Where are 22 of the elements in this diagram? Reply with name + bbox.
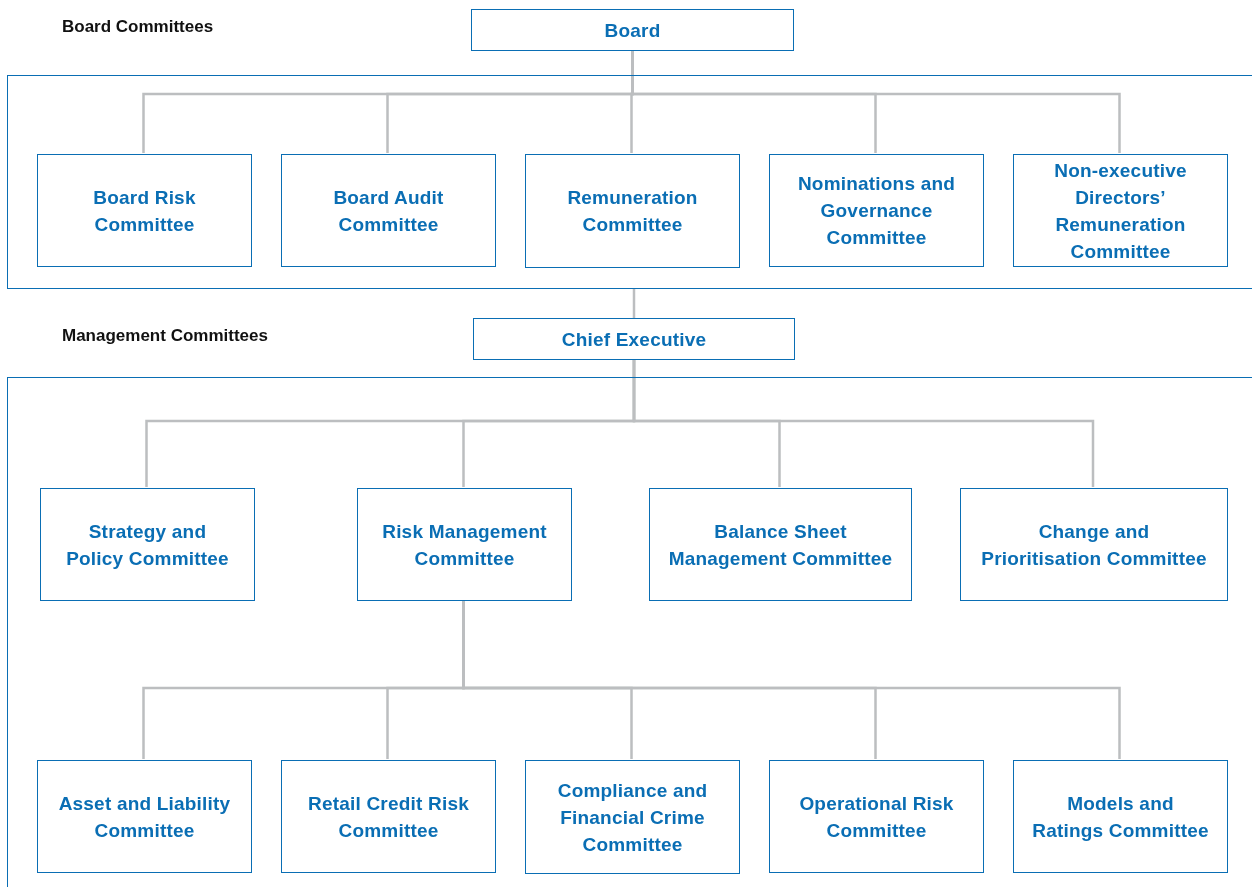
- committee-box: Models and Ratings Committee: [1013, 760, 1228, 873]
- connector-line: [632, 360, 1095, 487]
- org-box: Board: [471, 9, 794, 51]
- committee-box: Compliance and Financial Crime Committee: [525, 760, 740, 874]
- committee-box: Board Risk Committee: [37, 154, 252, 267]
- group-frame: [7, 377, 1252, 887]
- section-heading: Board Committees: [62, 17, 214, 37]
- committee-box: Balance Sheet Management Committee: [649, 488, 912, 601]
- org-box: Chief Executive: [473, 318, 795, 360]
- committee-box: Strategy and Policy Committee: [40, 488, 255, 601]
- committee-box: Operational Risk Committee: [769, 760, 984, 873]
- committee-box: Non-executive Directors’ Remuneration Committee: [1013, 154, 1228, 267]
- committee-box: Board Audit Committee: [281, 154, 496, 267]
- committee-box: Nominations and Governance Committee: [769, 154, 984, 267]
- committee-box: Change and Prioritisation Committee: [960, 488, 1228, 601]
- committee-box: Remuneration Committee: [525, 154, 740, 268]
- group-frame: [7, 75, 1252, 289]
- connector-line: [632, 289, 636, 318]
- section-heading: Management Committees: [62, 326, 268, 346]
- committee-box: Risk Management Committee: [357, 488, 572, 601]
- committee-box: Asset and Liability Committee: [37, 760, 252, 873]
- committee-box: Retail Credit Risk Committee: [281, 760, 496, 873]
